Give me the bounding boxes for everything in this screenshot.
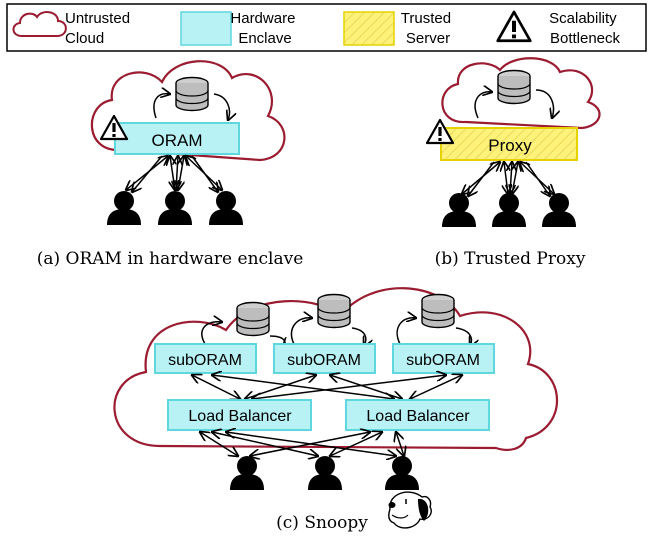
cloud-icon [12, 11, 67, 37]
suboram-3: subORAM [392, 343, 495, 374]
access-arrow [474, 92, 492, 119]
lb-suboram-arrow [330, 375, 402, 399]
access-arrow [535, 89, 553, 118]
user-icon [385, 456, 419, 490]
legend-hardware-enclave-label: Hardware Enclave [230, 10, 299, 47]
client-arrow [132, 155, 163, 192]
proxy-label: Proxy [488, 136, 532, 155]
panel-b: Proxy (b) Trusted Proxy [425, 57, 601, 269]
user-icon [442, 193, 476, 227]
caption-c: (c) Snoopy [276, 513, 368, 533]
access-arrow [290, 318, 312, 345]
load-balancer-1: Load Balancer [167, 399, 312, 431]
database-icon [236, 301, 270, 337]
legend-trusted-server-label: Trusted Server [401, 10, 455, 47]
load-balancer-2: Load Balancer [345, 399, 490, 431]
client-arrow [468, 161, 495, 196]
client-arrow [510, 162, 512, 194]
user-icon [107, 191, 141, 225]
client-arrow [191, 155, 218, 192]
load-balancer-label: Load Balancer [188, 408, 292, 425]
snoopy-icon [388, 491, 432, 529]
panel-c: subORAM subORAM subORAM Load Balancer Lo… [113, 287, 559, 533]
caption-b: (b) Trusted Proxy [435, 249, 586, 269]
legend-untrusted-cloud-label: Untrusted Cloud [65, 10, 134, 47]
legend: Untrusted Cloud Hardware Enclave Trusted… [6, 3, 647, 52]
suboram-label: subORAM [406, 352, 480, 369]
client-lb-arrow [330, 432, 382, 456]
client-arrow [178, 156, 184, 190]
suboram-label: subORAM [168, 352, 242, 369]
legend-scalability-bottleneck-label: Scalability Bottleneck [549, 10, 621, 47]
user-icon [158, 191, 192, 225]
oram-enclave [114, 122, 240, 155]
legend-untrusted-cloud: Untrusted Cloud [12, 10, 134, 47]
database-icon [421, 293, 455, 329]
access-arrow [153, 94, 170, 119]
access-arrow [213, 93, 229, 120]
user-icon [308, 456, 342, 490]
database-icon [317, 293, 351, 329]
client-arrow [512, 162, 518, 194]
client-arrow [176, 156, 178, 190]
trusted-swatch [343, 11, 395, 46]
database-icon [497, 69, 531, 105]
access-arrow [396, 318, 416, 345]
load-balancer-label: Load Balancer [366, 408, 470, 425]
user-icon [209, 191, 243, 225]
client-lb-arrow [396, 432, 404, 456]
user-icon [492, 193, 526, 227]
suboram-label: subORAM [287, 352, 361, 369]
user-icon [542, 193, 576, 227]
legend-trusted-server: Trusted Server [343, 10, 455, 47]
database-icon [175, 76, 209, 112]
user-icon [230, 456, 264, 490]
suboram-2: subORAM [273, 343, 376, 374]
caption-a: (a) ORAM in hardware enclave [37, 249, 304, 269]
oram-label: ORAM [152, 131, 203, 150]
access-arrow [201, 322, 222, 345]
enclave-swatch [180, 11, 232, 46]
client-arrow [504, 162, 508, 194]
legend-scalability-bottleneck: Scalability Bottleneck [496, 10, 621, 47]
legend-hardware-enclave: Hardware Enclave [180, 10, 299, 47]
client-arrow [525, 161, 550, 196]
trusted-proxy [440, 127, 578, 161]
lb-suboram-arrow [410, 375, 462, 399]
panel-a: ORAM (a) ORAM in hardware enclave [37, 60, 304, 269]
client-arrow [170, 156, 175, 190]
suboram-1: subORAM [154, 343, 257, 374]
